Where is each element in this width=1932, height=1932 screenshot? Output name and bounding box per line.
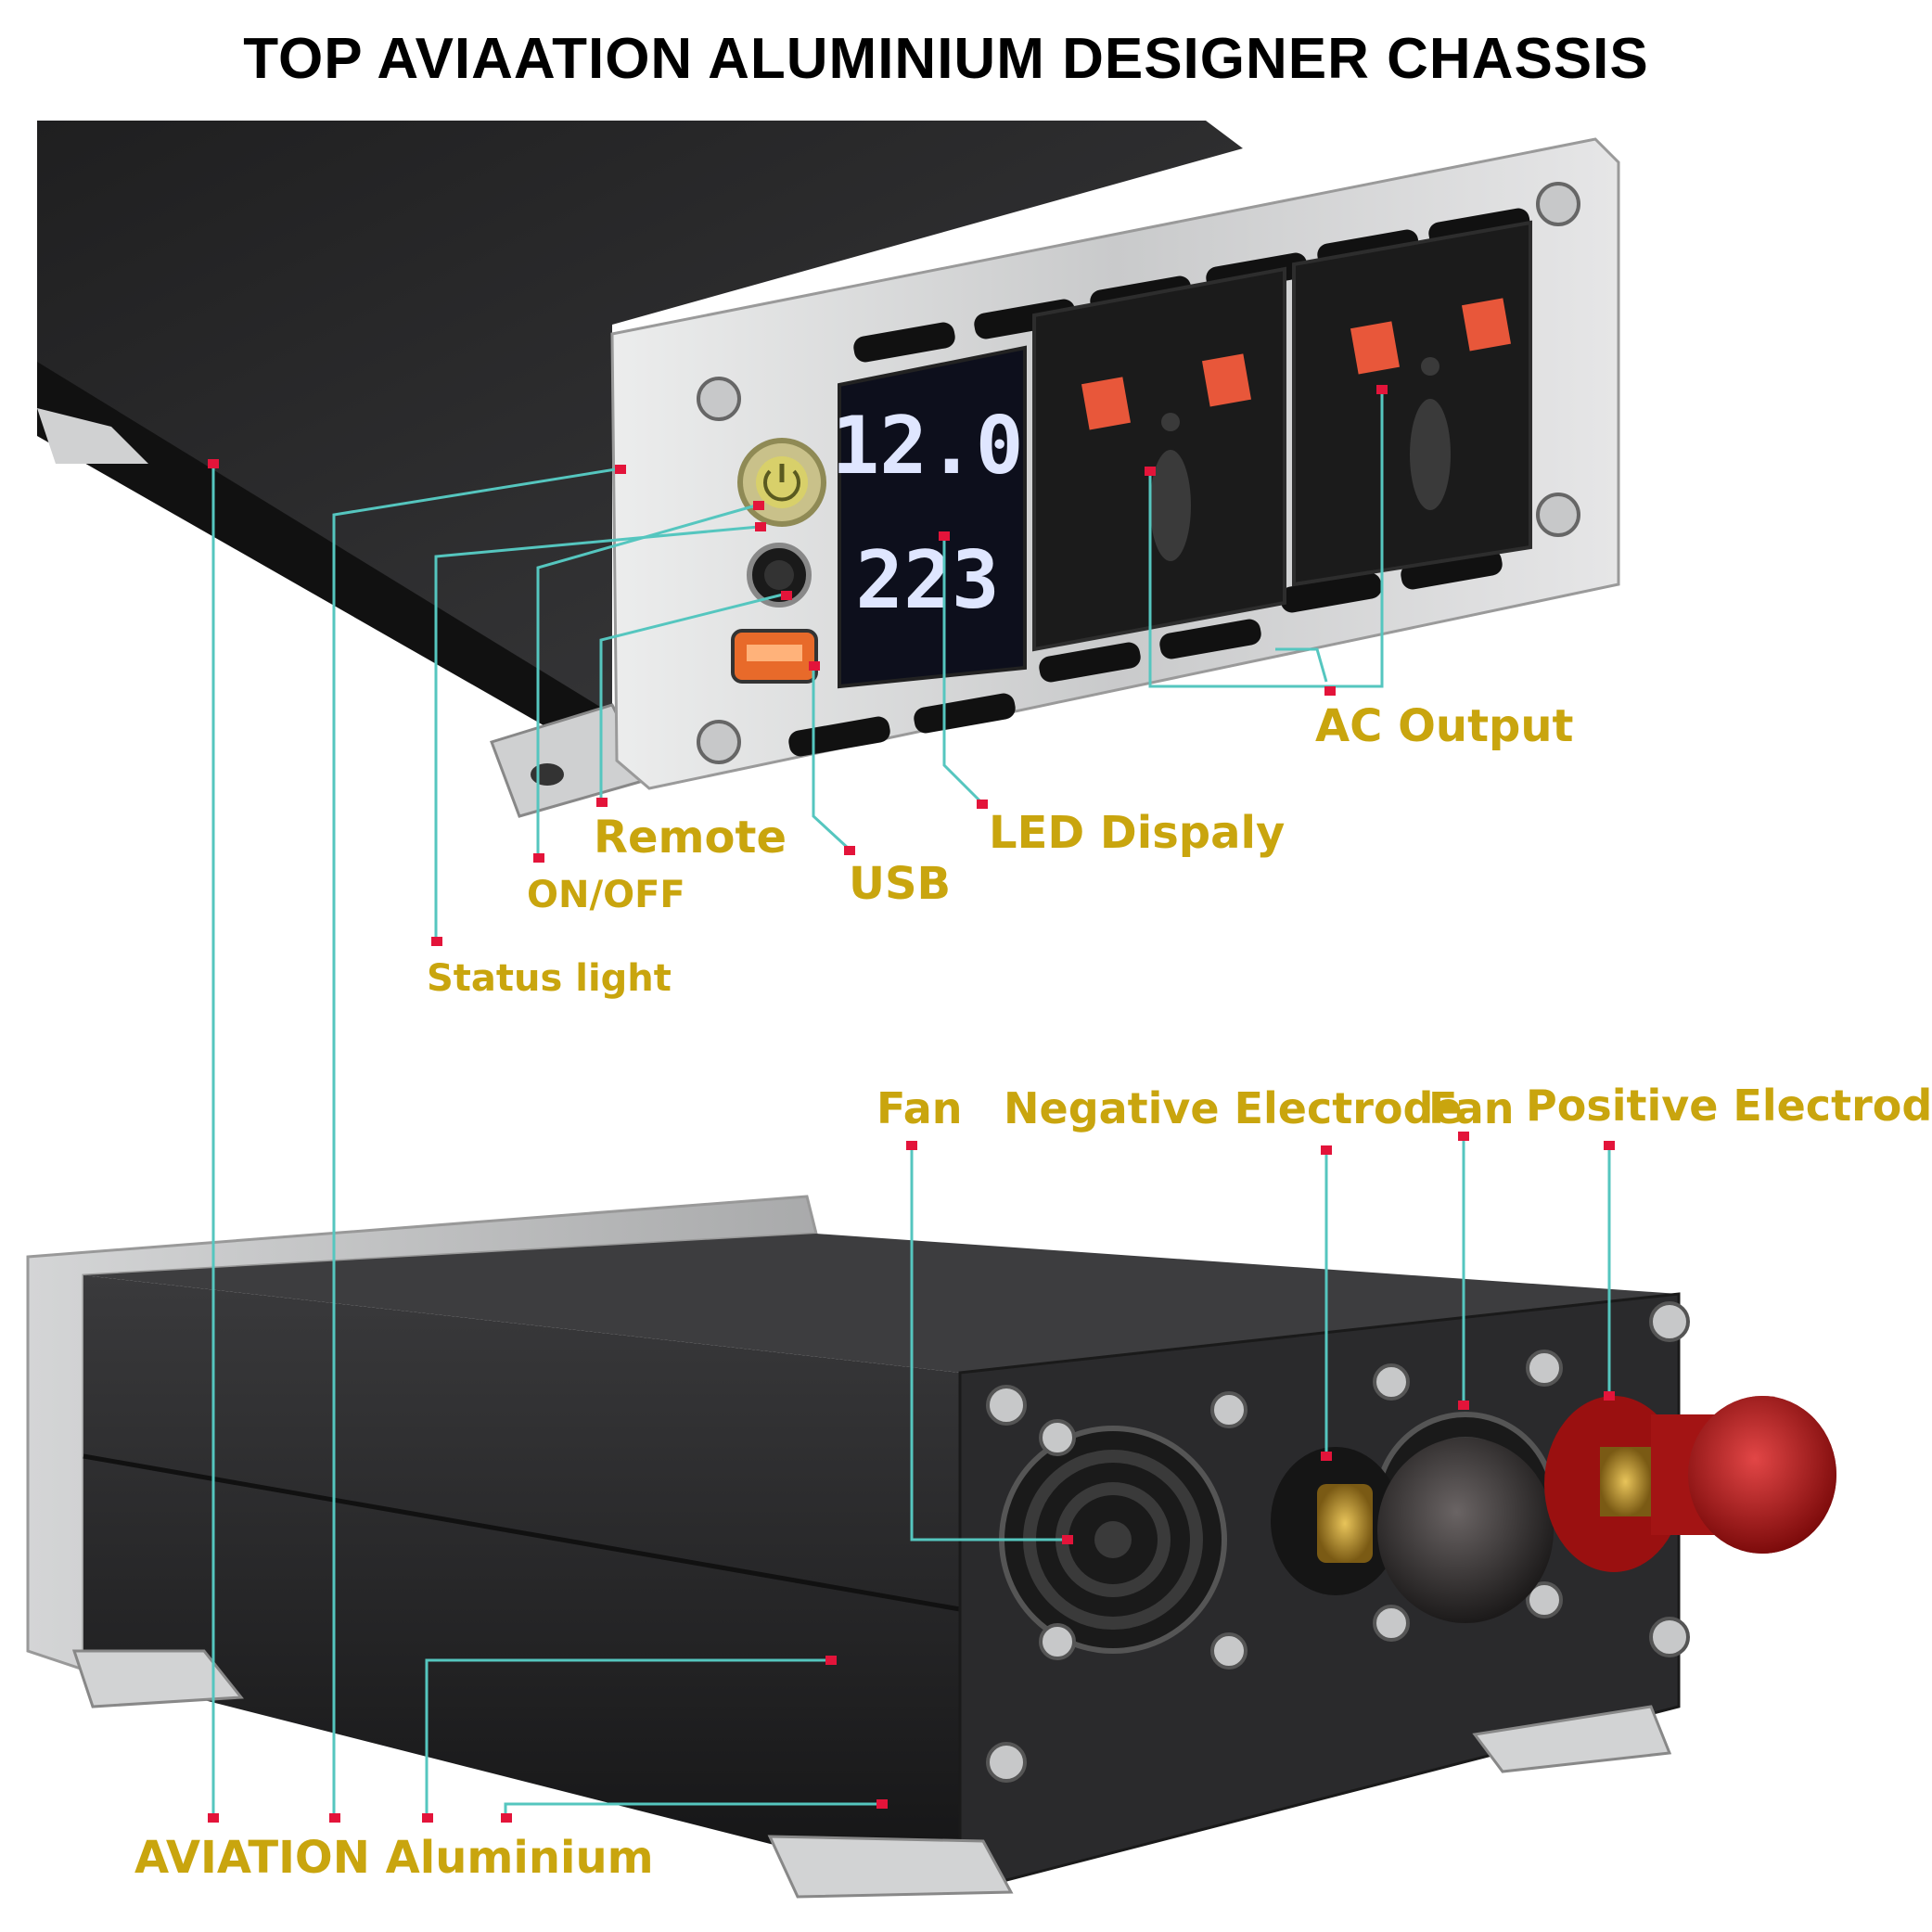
- label-remote: Remote: [594, 812, 787, 864]
- label-status-light: Status light: [427, 957, 672, 1000]
- negative-terminal: [1271, 1438, 1554, 1623]
- fan-left: [999, 1426, 1227, 1654]
- power-icon: [763, 469, 800, 502]
- bottom-inverter: [26, 1195, 1836, 1899]
- label-fan-right: Fan: [1428, 1083, 1515, 1133]
- top-chassis-underside: [37, 362, 621, 770]
- bottom-foot-3: [1472, 1705, 1672, 1773]
- label-led-display: LED Dispaly: [989, 807, 1286, 859]
- top-screws: [697, 182, 1580, 764]
- bottom-screws: [986, 1301, 1690, 1783]
- display-voltage: 12.0: [831, 400, 1023, 493]
- label-negative-electrode: Negative Electrode: [1004, 1083, 1463, 1133]
- label-usb: USB: [849, 858, 952, 910]
- label-on-off: ON/OFF: [527, 874, 685, 916]
- bottom-side-body: [83, 1275, 960, 1892]
- label-fan-left: Fan: [876, 1083, 963, 1133]
- label-positive-electrode: Positive Electrode: [1526, 1081, 1932, 1131]
- markers: [208, 385, 1615, 1823]
- ac-socket-right: [1292, 220, 1532, 587]
- top-inverter: 12.0 223: [37, 121, 1620, 818]
- ac-socket-left: [1032, 266, 1286, 652]
- top-chassis-body: [37, 121, 1243, 714]
- led-display: [838, 345, 1027, 689]
- display-ac-voltage: 223: [855, 534, 999, 627]
- negative-knob: [1377, 1438, 1554, 1623]
- page-title: TOP AVIAATION ALUMINIUM DESIGNER CHASSIS: [243, 27, 1649, 91]
- label-ac-output: AC Output: [1315, 700, 1574, 752]
- label-aviation-aluminium: AVIATION Aluminium: [134, 1832, 654, 1884]
- bottom-foot-1: [71, 1649, 244, 1708]
- leader-lines: [211, 390, 1611, 1818]
- bottom-top-surface: [83, 1234, 1679, 1373]
- positive-terminal: [1544, 1396, 1836, 1572]
- top-foot-left: [37, 408, 148, 464]
- bottom-foot-2: [767, 1835, 1014, 1899]
